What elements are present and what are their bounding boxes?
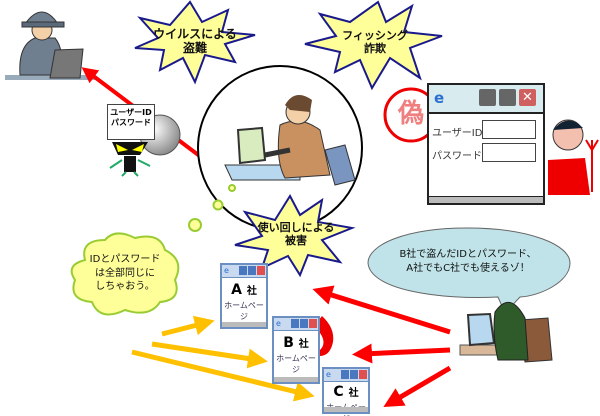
company-suffix: 社: [298, 339, 309, 350]
fake-login-window: e ✕ ユーザーID パスワード: [427, 83, 545, 205]
site-window-a: e A 社 ホームページ: [220, 263, 268, 329]
hacker-hooded: [459, 302, 553, 363]
window-titlebar: e: [222, 265, 266, 278]
burst-line: 盗難: [182, 40, 207, 55]
reuse-arrows: [131, 315, 315, 402]
burst-line: 被害: [285, 233, 307, 247]
thought-line: IDとパスワード: [89, 254, 161, 265]
burst-line: 詐欺: [364, 41, 386, 55]
burst-virus: [134, 0, 256, 85]
company-name: A 社: [222, 282, 266, 298]
close-icon[interactable]: ✕: [519, 89, 536, 106]
burst-line: ウイルスによる: [153, 27, 237, 41]
maximize-icon[interactable]: [248, 266, 256, 275]
minimize-icon[interactable]: [341, 370, 349, 379]
user-id-label: ユーザーID: [432, 128, 483, 139]
window-statusbar: [324, 407, 368, 412]
browser-icon: e: [326, 370, 331, 379]
homepage-label: ホームページ: [276, 354, 316, 374]
close-icon[interactable]: [257, 266, 265, 275]
maximize-icon[interactable]: [499, 89, 516, 106]
password-label: パスワード: [432, 151, 482, 162]
thought-line: は全部同じに: [95, 267, 155, 279]
thought-cloud: [70, 184, 236, 316]
speech-line: A社でもC社でも使えるゾ！: [406, 263, 530, 274]
site-window-b: e B 社 ホームページ: [272, 316, 320, 384]
hacker-illustration: [5, 11, 95, 80]
burst-reuse-label: 使い回しによる被害: [250, 221, 342, 247]
attack-arrow-b: [352, 343, 451, 364]
close-icon[interactable]: [359, 370, 367, 379]
maximize-icon[interactable]: [300, 319, 308, 328]
burst-line: 使い回しによる: [257, 221, 335, 234]
burst-phishing: [304, 0, 443, 91]
note-line: パスワード: [111, 118, 151, 128]
company-name: C 社: [324, 384, 368, 400]
fake-window-titlebar: e ✕: [429, 85, 543, 114]
browser-icon: e: [276, 319, 281, 328]
maximize-icon[interactable]: [350, 370, 358, 379]
speech-line: B社で盗んだIDとパスワード、: [399, 249, 537, 260]
burst-phishing-label: フィッシング詐欺: [330, 29, 420, 55]
window-statusbar: [222, 322, 266, 327]
fake-window-statusbar: [429, 196, 543, 203]
reuse-arrow-c: [131, 349, 315, 402]
window-titlebar: e: [274, 318, 318, 331]
thief-character: [109, 142, 151, 177]
minimize-icon[interactable]: [479, 89, 496, 106]
devil-character: [548, 119, 599, 195]
company-suffix: 社: [246, 286, 257, 297]
window-statusbar: [274, 377, 318, 382]
company-letter: A: [231, 282, 242, 298]
close-icon[interactable]: [309, 319, 317, 328]
thought-line: しちゃおう。: [95, 281, 155, 292]
burst-line: フィッシング: [342, 29, 408, 42]
company-suffix: 社: [348, 388, 359, 399]
speech-text: B社で盗んだIDとパスワード、 A社でもC社でも使えるゾ！: [378, 248, 558, 276]
browser-icon: e: [224, 266, 229, 275]
fake-stamp: 偽: [397, 99, 424, 129]
burst-virus-label: ウイルスによる盗難: [150, 27, 240, 56]
company-name: B 社: [274, 335, 318, 351]
thought-text: IDとパスワードは全部同じにしちゃおう。: [80, 253, 170, 294]
reuse-arrow-a: [161, 315, 215, 337]
note-line: ユーザーID: [110, 108, 152, 117]
homepage-label: ホームページ: [224, 301, 264, 321]
burst-reuse: [234, 193, 356, 278]
reuse-arrow-b: [151, 341, 268, 369]
speech-bubble: [367, 227, 571, 314]
attack-arrow-c: [383, 365, 452, 408]
window-titlebar: e: [324, 369, 368, 382]
user-at-computer: [224, 95, 356, 186]
user-id-input[interactable]: [482, 120, 536, 139]
site-window-c: e C 社 ホームページ: [322, 367, 370, 416]
minimize-icon[interactable]: [239, 266, 247, 275]
minimize-icon[interactable]: [291, 319, 299, 328]
company-letter: C: [333, 384, 344, 400]
attack-arrows: [312, 285, 452, 408]
attack-arrow-a: [312, 285, 451, 335]
password-input[interactable]: [482, 143, 536, 162]
company-letter: B: [283, 335, 294, 351]
browser-icon: e: [434, 89, 445, 107]
